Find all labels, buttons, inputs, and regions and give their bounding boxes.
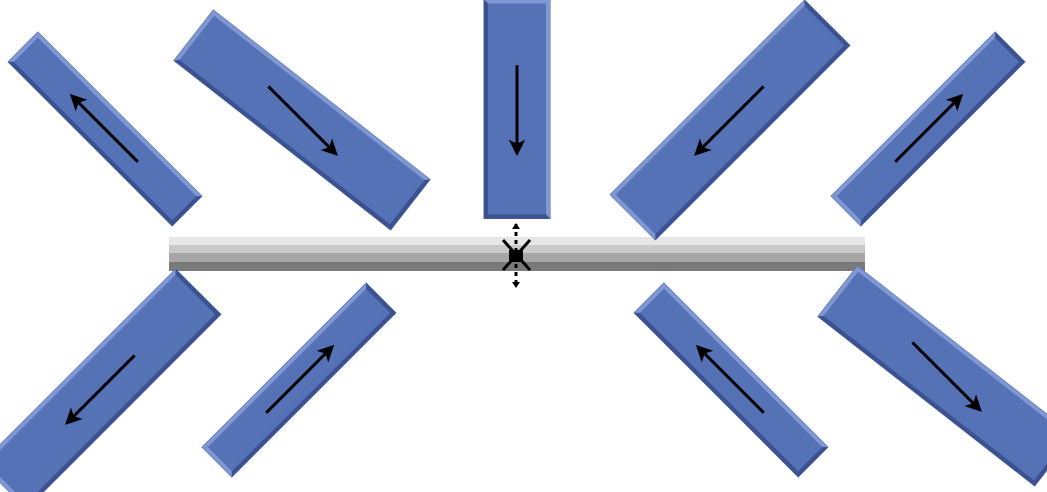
magnet-direction-arrow-icon [65,354,136,425]
magnet-lower-far-left [0,268,222,492]
magnet-bevel-light [0,269,176,492]
magnet-bevel-dark [8,61,202,226]
magnet-direction-arrow-icon [265,344,335,414]
magnet-bevel-light [610,0,805,240]
center-marker-icon [501,223,532,288]
magnet-upper-far-right [830,31,1026,227]
magnet-bevel-light [202,283,367,477]
magnet-bevel-dark [817,315,1047,486]
magnet-direction-arrow-icon [894,93,964,163]
magnet-direction-arrow-icon [694,85,765,156]
magnet-lower-far-right [817,265,1047,487]
magnet-bevel-dark [173,59,431,230]
magnet-upper-center [483,0,551,219]
magnet-bevel-dark [860,32,1025,226]
magnet-bevel-dark [26,269,221,492]
magnet-bevel-dark [655,0,850,240]
marker-top-arrow [512,223,520,229]
marker-bottom-arrow [512,282,520,288]
magnet-bevel-dark [231,283,396,477]
magnet-direction-arrow-icon [69,93,139,163]
magnet-upper-left [173,9,431,231]
marker-center-block [509,250,523,262]
magnet-lower-right [633,282,829,478]
magnet-bevel-light [173,10,431,181]
magnet-bevel-light [634,283,828,448]
magnet-lower-left [201,282,397,478]
magnet-upper-far-left [7,31,203,227]
magnet-bevel-light [831,32,996,226]
magnet-bevel-dark [634,312,828,477]
magnet-body [817,265,1047,487]
magnet-direction-arrow-icon [267,85,338,156]
magnet-direction-arrow-icon [911,341,982,412]
magnet-upper-right [609,0,851,241]
magnet-bevel-light [8,32,202,197]
magnet-direction-arrow-icon [695,344,765,414]
